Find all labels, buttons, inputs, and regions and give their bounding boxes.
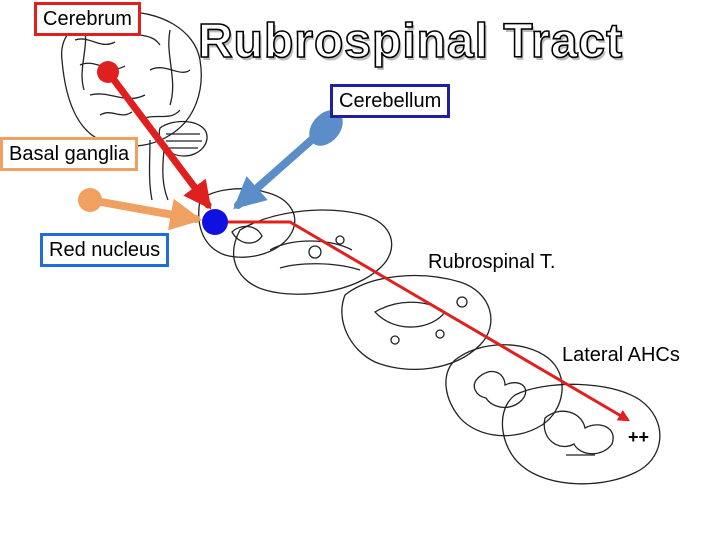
red-nucleus-label: Red nucleus xyxy=(40,233,170,267)
basal-ganglia-label: Basal ganglia xyxy=(0,137,139,171)
rubrospinal-tract-label: Rubrospinal T. xyxy=(428,251,556,273)
lateral-ahcs-label: Lateral AHCs xyxy=(562,344,680,366)
basal-ganglia-origin-dot xyxy=(78,188,102,212)
brain-icon xyxy=(61,11,208,201)
cerebrum-label: Cerebrum xyxy=(34,2,141,36)
page-title: Rubrospinal Tract xyxy=(197,14,624,69)
plus-marks-label: ++ xyxy=(628,427,650,447)
brainstem-spinal-sections-icon xyxy=(198,188,661,485)
cerebellar-input-arrow xyxy=(233,124,329,210)
cerebellum-label: Cerebellum xyxy=(330,84,451,118)
cerebellum-origin-blob xyxy=(309,110,343,146)
basal-ganglia-arrow xyxy=(86,196,203,231)
rubrospinal-tract-line xyxy=(215,220,631,422)
red-nucleus-dot xyxy=(202,209,228,235)
cerebrum-arrow xyxy=(104,68,212,210)
cerebrum-origin-dot xyxy=(97,61,119,83)
